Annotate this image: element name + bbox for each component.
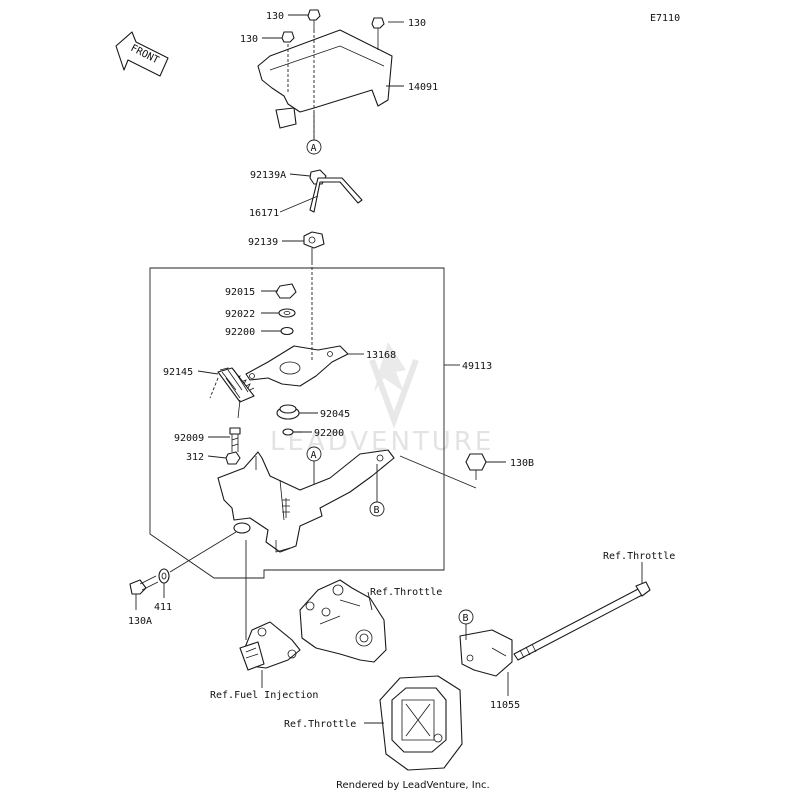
washer-92022: [278, 308, 296, 318]
label-92022: 92022: [225, 309, 255, 320]
label-49113: 49113: [462, 361, 492, 372]
nut-92015: [275, 283, 297, 299]
label-92145: 92145: [163, 367, 193, 378]
svg-text:A: A: [311, 143, 317, 154]
label-92200-bottom: 92200: [314, 428, 344, 439]
label-16171: 16171: [249, 208, 279, 219]
label-11055: 11055: [490, 700, 520, 711]
callout-b-bottom: B: [458, 609, 474, 625]
bolt-130b: [465, 453, 487, 480]
label-130-top: 130: [266, 11, 284, 22]
watermark-logo: [369, 342, 419, 429]
callout-a-mid: A: [306, 446, 322, 462]
svg-text:B: B: [463, 613, 469, 624]
bolt-92009: [229, 427, 241, 452]
throttle-body-bottom: [379, 675, 463, 771]
spring-92145: [217, 367, 255, 419]
throttle-body-top: [299, 579, 387, 663]
front-arrow-icon: [115, 31, 169, 77]
cover-14091: [257, 29, 393, 140]
label-92015: 92015: [225, 287, 255, 298]
label-130-right: 130: [408, 18, 426, 29]
leader-lines: [135, 14, 509, 724]
bolt-130a: [129, 575, 159, 595]
washer-92200-top: [280, 326, 294, 336]
assembly-frame: [149, 267, 445, 579]
label-130a: 130A: [128, 616, 152, 627]
label-130b: 130B: [510, 458, 534, 469]
label-92200-top: 92200: [225, 327, 255, 338]
callout-a-top: A: [306, 139, 322, 155]
label-13168: 13168: [366, 350, 396, 361]
diagram-code: E7110: [650, 13, 680, 24]
label-411: 411: [154, 602, 172, 613]
label-312: 312: [186, 452, 204, 463]
bolt-312: [225, 451, 241, 465]
grommet-92045: [276, 404, 300, 420]
label-92139a: 92139A: [250, 170, 286, 181]
label-92139: 92139: [248, 237, 278, 248]
washer-92200-bottom: [282, 428, 294, 436]
svg-text:A: A: [311, 450, 317, 461]
label-92045: 92045: [320, 409, 350, 420]
footer-credit: Rendered by LeadVenture, Inc.: [336, 780, 490, 791]
label-130-left: 130: [240, 34, 258, 45]
label-92009: 92009: [174, 433, 204, 444]
bolt-130-right: [371, 17, 385, 50]
bolt-130-left: [281, 31, 295, 43]
label-ref-throttle-mid: Ref.Throttle: [370, 587, 442, 598]
label-ref-throttle-bot: Ref.Throttle: [284, 719, 356, 730]
rod-16171: [309, 177, 363, 213]
label-14091: 14091: [408, 82, 438, 93]
clip-92139: [303, 231, 325, 249]
bolt-130-top: [307, 9, 321, 30]
callout-b-mid: B: [369, 501, 385, 517]
throttle-shaft: [513, 581, 651, 661]
bracket-11055: [459, 629, 513, 677]
washer-411: [158, 568, 170, 584]
label-ref-throttle-top: Ref.Throttle: [603, 551, 675, 562]
mounting-bracket: [217, 449, 395, 553]
throttle-position-sensor: [239, 621, 301, 671]
lever-13168: [245, 345, 349, 387]
label-ref-fuel-injection: Ref.Fuel Injection: [210, 690, 318, 701]
svg-text:B: B: [374, 505, 380, 516]
